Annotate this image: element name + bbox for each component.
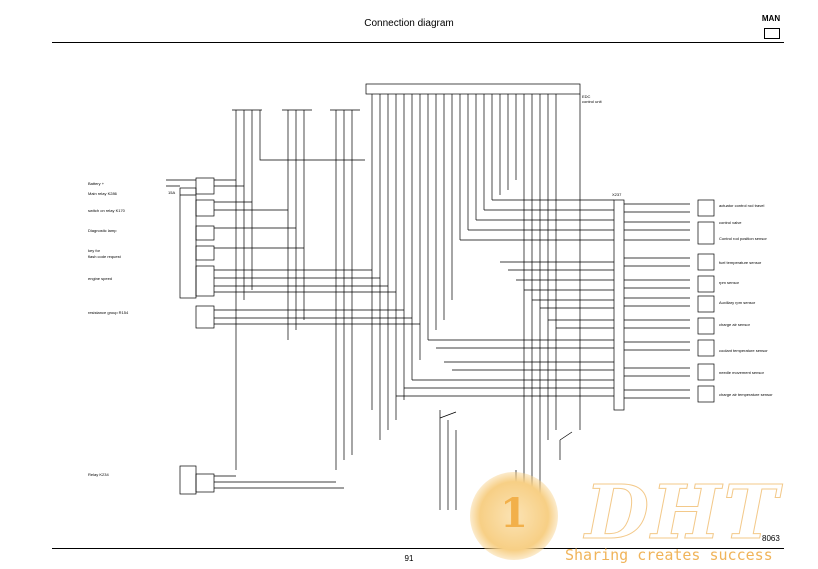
diagnostic-lamp-box bbox=[195, 225, 215, 241]
label-main-relay: Main relay K286 bbox=[88, 191, 118, 196]
label-edc: EDC bbox=[582, 94, 591, 99]
label-switch-on-relay: switch on relay K170 bbox=[88, 208, 126, 213]
page-number: 91 bbox=[404, 554, 414, 563]
watermark-dht-icon: DHT bbox=[584, 470, 781, 557]
label-fuse: 15A bbox=[168, 190, 175, 195]
page-title: Connection diagram bbox=[364, 18, 454, 29]
charge-air-sensor-box bbox=[697, 317, 715, 335]
wiring-lines bbox=[166, 83, 715, 520]
label-rpm-sensor: rpm sensor bbox=[719, 280, 740, 285]
label-control-unit: control unit bbox=[582, 99, 602, 104]
document-number: 8063 bbox=[762, 534, 780, 543]
x237-connector bbox=[613, 199, 625, 411]
label-needle-sensor: needle movement sensor bbox=[719, 370, 765, 375]
engine-speed-box bbox=[195, 265, 215, 297]
footer-rule bbox=[52, 548, 784, 549]
left-bus-box bbox=[179, 187, 197, 299]
header-rule bbox=[52, 42, 784, 43]
label-diagnostic-lamp: Diagnostic lamp bbox=[88, 228, 117, 233]
label-coolant-sensor: coolant temperature sensor bbox=[719, 348, 768, 353]
label-relay: Relay K234 bbox=[88, 472, 109, 477]
resistance-group-box bbox=[195, 305, 215, 329]
actuator-box bbox=[697, 199, 715, 217]
label-x237: X237 bbox=[612, 192, 622, 197]
key-switch-box bbox=[195, 245, 215, 261]
logo-emblem-icon bbox=[764, 28, 780, 39]
watermark-logo-icon: 1 bbox=[470, 472, 558, 560]
label-control-rod-sensor: Control rod position sensor bbox=[719, 236, 767, 241]
man-logo: MAN bbox=[756, 14, 786, 39]
label-fuel-temp-sensor: fuel temperature sensor bbox=[719, 260, 762, 265]
label-engine-speed: engine speed bbox=[88, 276, 112, 281]
rpm-sensor-box bbox=[697, 275, 715, 293]
aux-rpm-sensor-box bbox=[697, 295, 715, 313]
diagram-fine-labels: Battery + Main relay K286 switch on rela… bbox=[88, 94, 773, 477]
needle-motion-sensor-box bbox=[697, 363, 715, 381]
label-aux-rpm-sensor: Auxiliary rpm sensor bbox=[719, 300, 756, 305]
charge-air-temp-sensor-box bbox=[697, 385, 715, 403]
label-actuator: actuator control rod travel bbox=[719, 203, 764, 208]
lower-bus-box bbox=[179, 465, 197, 495]
logo-text: MAN bbox=[761, 14, 781, 23]
fuel-temp-sensor-box bbox=[697, 253, 715, 271]
label-charge-air-temp-sensor: charge air temperature sensor bbox=[719, 392, 773, 397]
label-battery: Battery + bbox=[88, 181, 105, 186]
label-key-switch: key for bbox=[88, 248, 101, 253]
relay-k234-box bbox=[195, 473, 215, 493]
label-control-valve: control valve bbox=[719, 220, 742, 225]
label-flash-code: flash code request bbox=[88, 254, 122, 259]
switch-relay-box bbox=[195, 199, 215, 217]
ecu-connector-strip bbox=[365, 83, 581, 95]
coolant-temp-sensor-box bbox=[697, 339, 715, 357]
label-charge-air-sensor: charge air sensor bbox=[719, 322, 751, 327]
watermark-slogan: Sharing creates success bbox=[565, 546, 773, 564]
label-resistance-group: resistance group R154 bbox=[88, 310, 129, 315]
position-sensor-box bbox=[697, 221, 715, 245]
main-relay-box bbox=[195, 177, 215, 195]
